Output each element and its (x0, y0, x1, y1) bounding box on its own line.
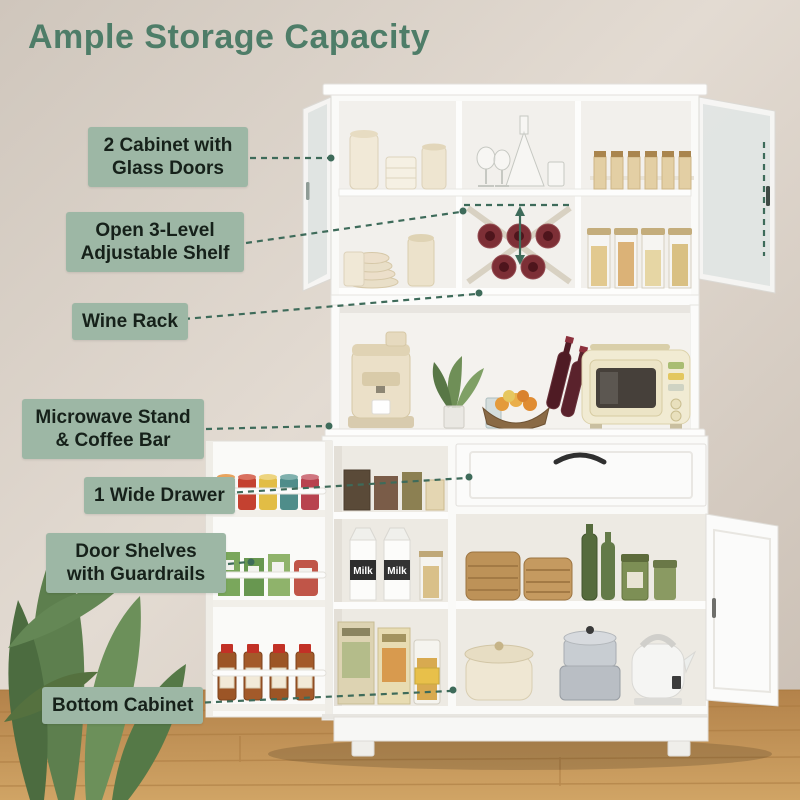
cereal-boxes (337, 621, 441, 705)
cabinet-shadow (268, 738, 772, 770)
spice-jars (590, 151, 694, 190)
label-wine-rack: Wine Rack (72, 303, 188, 341)
dishware (349, 130, 447, 190)
steamer-pot (559, 626, 621, 701)
door-handle (306, 182, 310, 200)
counter-plant (432, 356, 484, 429)
door-handle (766, 186, 770, 206)
glassware (476, 115, 565, 187)
guardrail (211, 669, 327, 677)
milk-cartons: Milk Milk (349, 527, 443, 601)
drawer-handle (553, 452, 607, 465)
label-microwave-stand: Microwave Stand & Coffee Bar (22, 399, 204, 460)
toaster-oven (581, 344, 691, 429)
wine-bottles (546, 335, 589, 418)
connector-bottom-cabinet (193, 689, 451, 705)
fruit-basket (482, 390, 550, 431)
milk-label: Milk (353, 566, 373, 577)
dutch-oven (464, 641, 534, 701)
door-handle (712, 598, 716, 618)
label-bottom-cabinet: Bottom Cabinet (42, 687, 204, 725)
base-cabinet: Milk Milk (205, 435, 779, 757)
kettle (631, 634, 697, 705)
green-bottles (581, 524, 677, 601)
connector-wide-drawer (225, 476, 467, 495)
label-wide-drawer: 1 Wide Drawer (84, 477, 235, 515)
cabinet: Milk Milk (205, 83, 779, 757)
wide-drawer (455, 443, 707, 507)
label-glass-doors: 2 Cabinet with Glass Doors (88, 127, 248, 188)
connector-microwave-stand (205, 424, 327, 431)
guardrail (211, 571, 327, 579)
pantry-jars (587, 228, 692, 289)
connector-door-shelves (227, 560, 249, 566)
glass-door-right (698, 96, 776, 294)
left-interior: Milk Milk (334, 446, 448, 706)
label-adjustable-shelf: Open 3-Level Adjustable Shelf (66, 212, 244, 273)
milk-label: Milk (387, 566, 407, 577)
base-kick (322, 714, 709, 757)
connector-adjustable-shelf (245, 210, 461, 245)
adjust-arrow-down (515, 255, 525, 265)
page-title: Ample Storage Capacity (28, 18, 431, 56)
connector-dots (247, 154, 525, 694)
right-interior (456, 514, 706, 706)
connector-lines (183, 142, 766, 705)
glass-door-left (302, 96, 332, 292)
connector-wine-rack (183, 292, 477, 321)
adjustable-shelf-board (338, 188, 692, 197)
right-door (705, 513, 779, 707)
plant (4, 540, 186, 800)
label-door-shelves: Door Shelves with Guardrails (46, 533, 226, 594)
adjust-arrow-up (515, 206, 525, 216)
baskets (465, 551, 573, 601)
coffee-machine (348, 331, 414, 428)
bowl-stack (343, 234, 435, 289)
